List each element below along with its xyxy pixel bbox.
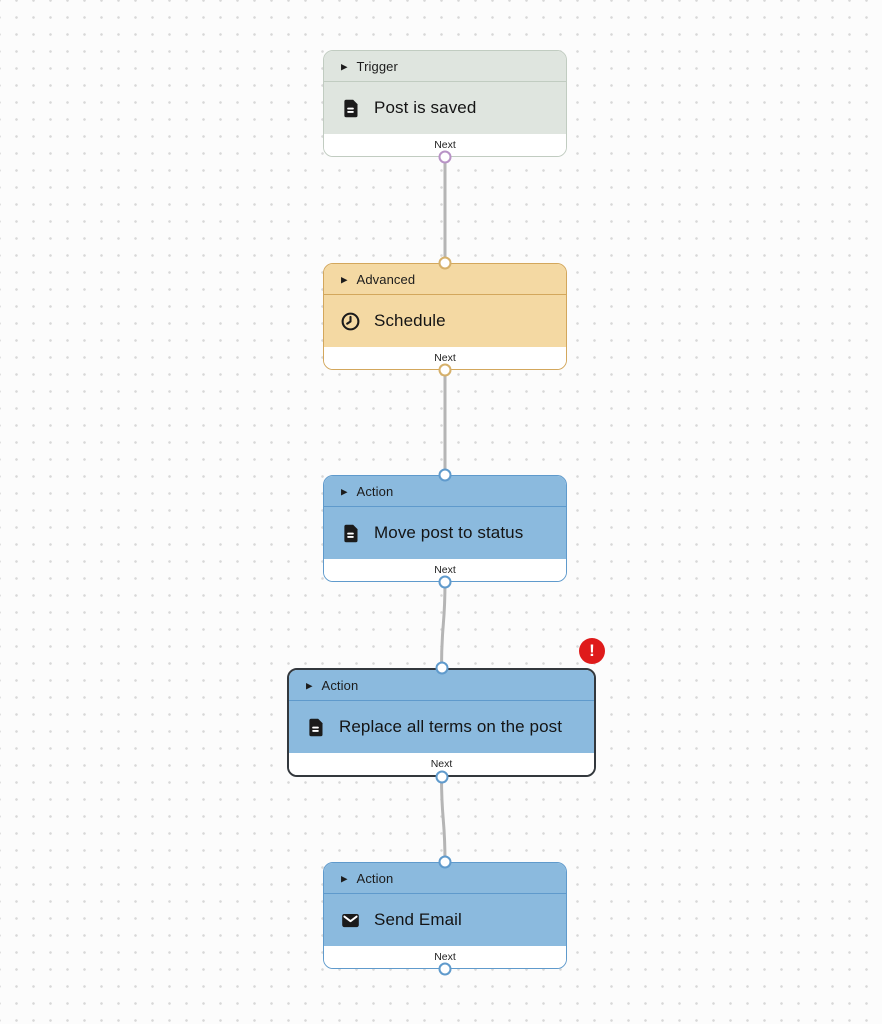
edge-n4-n5[interactable] bbox=[440, 775, 447, 864]
next-label: Next bbox=[434, 139, 456, 151]
node-body: Replace all terms on the post bbox=[289, 701, 594, 753]
node-body: Move post to status bbox=[324, 507, 566, 559]
node-title: Replace all terms on the post bbox=[339, 717, 563, 736]
next-label: Next bbox=[434, 352, 456, 364]
document-icon bbox=[340, 523, 361, 544]
envelope-icon bbox=[340, 910, 361, 931]
node-category: Action bbox=[356, 483, 394, 499]
collapse-triangle-icon[interactable]: ▶ bbox=[341, 873, 348, 884]
node-footer: Next bbox=[324, 946, 566, 968]
input-port[interactable] bbox=[438, 256, 452, 270]
node-header[interactable]: ▶ Trigger bbox=[324, 51, 566, 82]
node-body: Post is saved bbox=[324, 82, 566, 134]
node-category: Advanced bbox=[356, 271, 416, 287]
node-footer: Next bbox=[324, 134, 566, 156]
document-icon bbox=[340, 98, 361, 119]
node-title: Move post to status bbox=[374, 523, 524, 542]
node-body: Schedule bbox=[324, 295, 566, 347]
output-port[interactable] bbox=[438, 150, 452, 164]
clock-icon bbox=[340, 311, 361, 332]
output-port[interactable] bbox=[438, 962, 452, 976]
node-category: Trigger bbox=[356, 58, 398, 74]
error-badge: ! bbox=[579, 638, 605, 664]
input-port[interactable] bbox=[435, 661, 448, 675]
node-category: Action bbox=[321, 677, 359, 693]
node-header[interactable]: ▶ Action bbox=[289, 670, 594, 701]
output-port[interactable] bbox=[435, 770, 448, 784]
node-header[interactable]: ▶ Action bbox=[324, 476, 566, 507]
next-label: Next bbox=[434, 564, 456, 576]
output-port[interactable] bbox=[438, 363, 452, 377]
edge-n3-n4[interactable] bbox=[440, 580, 447, 670]
output-port[interactable] bbox=[438, 575, 452, 589]
node-footer: Next bbox=[289, 753, 594, 775]
document-icon bbox=[305, 717, 326, 738]
next-label: Next bbox=[434, 951, 456, 963]
input-port[interactable] bbox=[438, 855, 452, 869]
collapse-triangle-icon[interactable]: ▶ bbox=[341, 274, 348, 285]
node-title: Schedule bbox=[374, 311, 446, 330]
node-footer: Next bbox=[324, 347, 566, 369]
collapse-triangle-icon[interactable]: ▶ bbox=[341, 486, 348, 497]
node-footer: Next bbox=[324, 559, 566, 581]
collapse-triangle-icon[interactable]: ▶ bbox=[341, 61, 348, 72]
input-port[interactable] bbox=[438, 468, 452, 482]
collapse-triangle-icon[interactable]: ▶ bbox=[306, 680, 313, 691]
node-category: Action bbox=[356, 870, 394, 886]
node-body: Send Email bbox=[324, 894, 566, 946]
node-title: Send Email bbox=[374, 910, 462, 929]
next-label: Next bbox=[430, 758, 453, 770]
node-title: Post is saved bbox=[374, 98, 477, 117]
